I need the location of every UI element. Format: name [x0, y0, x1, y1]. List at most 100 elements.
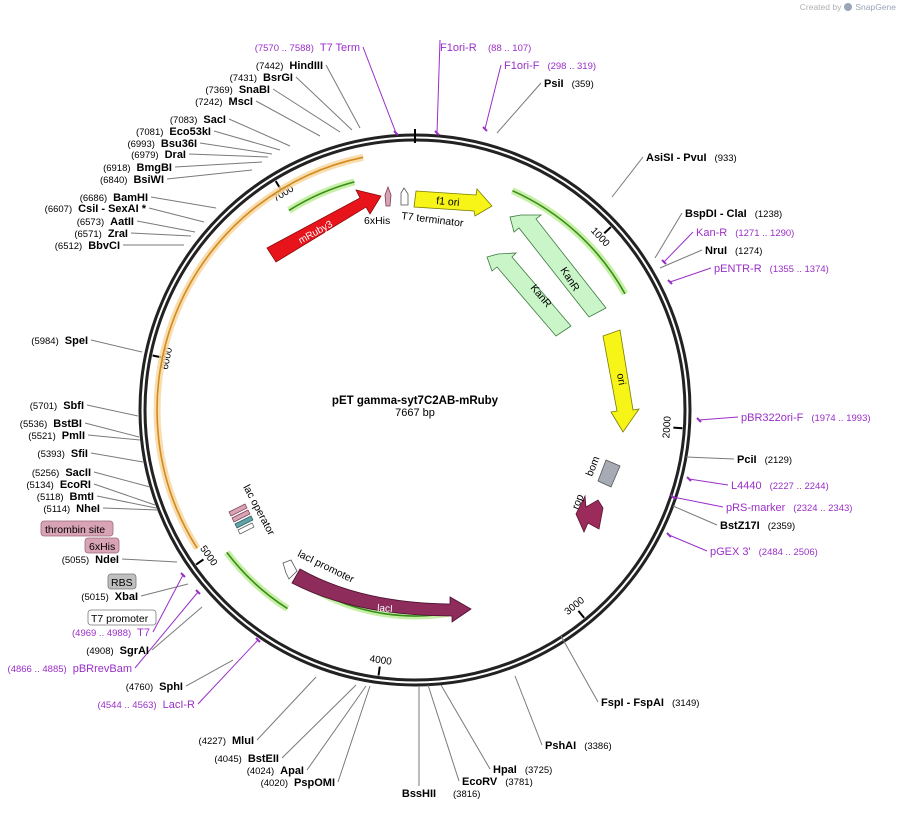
orf-orange-arc — [156, 156, 364, 549]
enzyme-apai-leader — [306, 685, 367, 771]
enzyme-asisi-pvui-leader — [611, 156, 644, 198]
thrombin-site-label: thrombin site — [45, 524, 105, 536]
enzyme-bsteii-position: (4045) — [214, 754, 241, 765]
enzyme-hindiii-name: HindIII — [289, 60, 323, 72]
enzyme-bamhi-label: BamHI(6686) — [80, 192, 148, 204]
credit-brand: SnapGene — [855, 2, 896, 12]
enzyme-bstbi-label: BstBI(5536) — [20, 418, 82, 430]
enzyme-msci-label: MscI(7242) — [195, 96, 253, 108]
enzyme-mlui-position: (4227) — [199, 736, 226, 747]
enzyme-pcii-label: PciI (2129) — [737, 454, 792, 466]
enzyme-apai-name: ApaI — [280, 765, 304, 777]
primer-t7-name: T7 — [137, 627, 150, 639]
enzyme-hindiii-leader — [325, 64, 361, 129]
enzyme-sphi-name: SphI — [159, 681, 183, 693]
primer-prs-marker-position: (2324 .. 2343) — [793, 503, 852, 514]
primer-kan-r-leader — [663, 231, 694, 263]
enzyme-saci-leader — [228, 118, 291, 147]
enzyme-spei-position: (5984) — [31, 336, 58, 347]
credit: Created by SnapGene — [800, 2, 896, 12]
primer-f1ori-f-name: F1ori-F — [504, 60, 540, 72]
tick-mark-4000 — [377, 666, 381, 676]
enzyme-bsu36i-name: Bsu36I — [161, 138, 197, 150]
enzyme-bmti-name: BmtI — [70, 491, 94, 503]
enzyme-bmgbi-name: BmgBI — [137, 162, 172, 174]
primer-f1ori-r-name: F1ori-R — [440, 42, 477, 54]
laci-promoter-marker — [282, 559, 298, 580]
enzyme-nrui-label: NruI(1274) — [705, 245, 762, 257]
enzyme-bamhi-position: (6686) — [80, 193, 107, 204]
ori-arrow — [602, 329, 640, 433]
enzyme-pspomi-leader — [337, 685, 371, 783]
enzyme-bsrgi-leader — [295, 76, 353, 131]
enzyme-aatii-label: AatII(6573) — [77, 216, 134, 228]
primer-pgex-3--label: pGEX 3'(2484 .. 2506) — [710, 546, 818, 558]
enzyme-sgrai-name: SgrAI — [120, 645, 149, 657]
enzyme-aatii-leader — [136, 220, 196, 233]
enzyme-bspdi-clai-leader — [654, 212, 683, 259]
enzyme-bsiwi-position: (6840) — [100, 175, 127, 186]
enzyme-pcii-position: (2129) — [765, 455, 792, 466]
snapgene-logo-icon — [844, 3, 853, 11]
primer-pentr-r-label: pENTR-R(1355 .. 1374) — [714, 263, 829, 275]
enzyme-fspi-fspai-leader — [560, 635, 599, 703]
enzyme-apai-position: (4024) — [247, 766, 274, 777]
enzyme-ecorv-position: (3781) — [505, 777, 532, 788]
enzyme-nhei-name: NheI — [76, 503, 100, 515]
enzyme-bbvci-name: BbvCI — [88, 240, 120, 252]
enzyme-drai-label: DraI(6979) — [131, 149, 186, 161]
sixhis-box-label: 6xHis — [89, 541, 115, 553]
primer-f1ori-f-site-tick — [482, 126, 488, 132]
enzyme-sphi-label: SphI(4760) — [126, 681, 183, 693]
lac-operator-marker-3 — [234, 515, 254, 529]
enzyme-ndei-name: NdeI — [95, 554, 119, 566]
enzyme-bmgbi-label: BmgBI (6918) — [103, 162, 172, 174]
enzyme-ecori-position: (5134) — [26, 480, 53, 491]
bom-box — [597, 459, 621, 488]
enzyme-ecorv-leader — [427, 684, 460, 782]
rop-label: rop — [570, 492, 587, 511]
primer-t7-term-name: T7 Term — [320, 42, 360, 54]
enzyme-bsu36i-label: Bsu36I(6993) — [127, 138, 197, 150]
rbs-label: RBS — [111, 577, 133, 589]
primer-laci-r-leader — [197, 639, 259, 705]
enzyme-ndei-leader — [121, 558, 178, 563]
enzyme-psii-name: PsiI — [544, 78, 564, 90]
enzyme-bstz17i-leader — [672, 505, 718, 526]
enzyme-bsrgi-position: (7431) — [230, 73, 257, 84]
f1-ori-label: f1 ori — [436, 195, 460, 209]
enzyme-bstbi-position: (5536) — [20, 419, 47, 430]
enzyme-pshai-position: (3386) — [584, 741, 611, 752]
primer-laci-r-name: LacI-R — [163, 699, 195, 711]
primer-t7-leader — [152, 574, 184, 633]
enzyme-bmgbi-position: (6918) — [103, 163, 130, 174]
orf-green-arc-top-left — [288, 181, 355, 212]
enzyme-pcii-name: PciI — [737, 454, 757, 466]
enzyme-bsteii-label: BstEII(4045) — [214, 753, 279, 765]
thrombin-site-box — [40, 520, 114, 537]
primer-pentr-r-site-tick — [667, 279, 673, 285]
primer-pgex-3--leader — [668, 534, 708, 552]
enzyme-hpai-name: HpaI — [493, 764, 517, 776]
enzyme-xbai-label: XbaI(5015) — [81, 591, 138, 603]
enzyme-bsshii-name: BssHII — [402, 788, 436, 800]
primer-pgex-3--position: (2484 .. 2506) — [759, 547, 818, 558]
enzyme-spei-name: SpeI — [65, 335, 88, 347]
primer-t7-term-position: (7570 .. 7588) — [255, 43, 314, 54]
sixhis-top-label: 6xHis — [364, 215, 390, 227]
enzyme-aatii-name: AatII — [110, 216, 134, 228]
enzyme-bstz17i-position: (2359) — [768, 521, 795, 532]
primer-prs-marker-leader — [672, 496, 724, 508]
enzyme-drai-name: DraI — [165, 149, 186, 161]
lac-operator-marker-4 — [237, 522, 255, 535]
enzyme-bbvci-label: BbvCI (6512) — [55, 240, 120, 252]
enzyme-bspdi-clai-name: BspDI - ClaI — [685, 208, 747, 220]
enzyme-ecori-label: EcoRI(5134) — [26, 479, 91, 491]
enzyme-pshai-leader — [514, 675, 543, 746]
enzyme-csii-sexai--position: (6607) — [45, 204, 72, 215]
primer-l4440-position: (2227 .. 2244) — [770, 481, 829, 492]
enzyme-bmti-label: BmtI(5118) — [37, 491, 94, 503]
enzyme-bsteii-leader — [281, 684, 357, 759]
primer-l4440-site-tick — [686, 476, 692, 482]
enzyme-bbvci-position: (6512) — [55, 241, 82, 252]
